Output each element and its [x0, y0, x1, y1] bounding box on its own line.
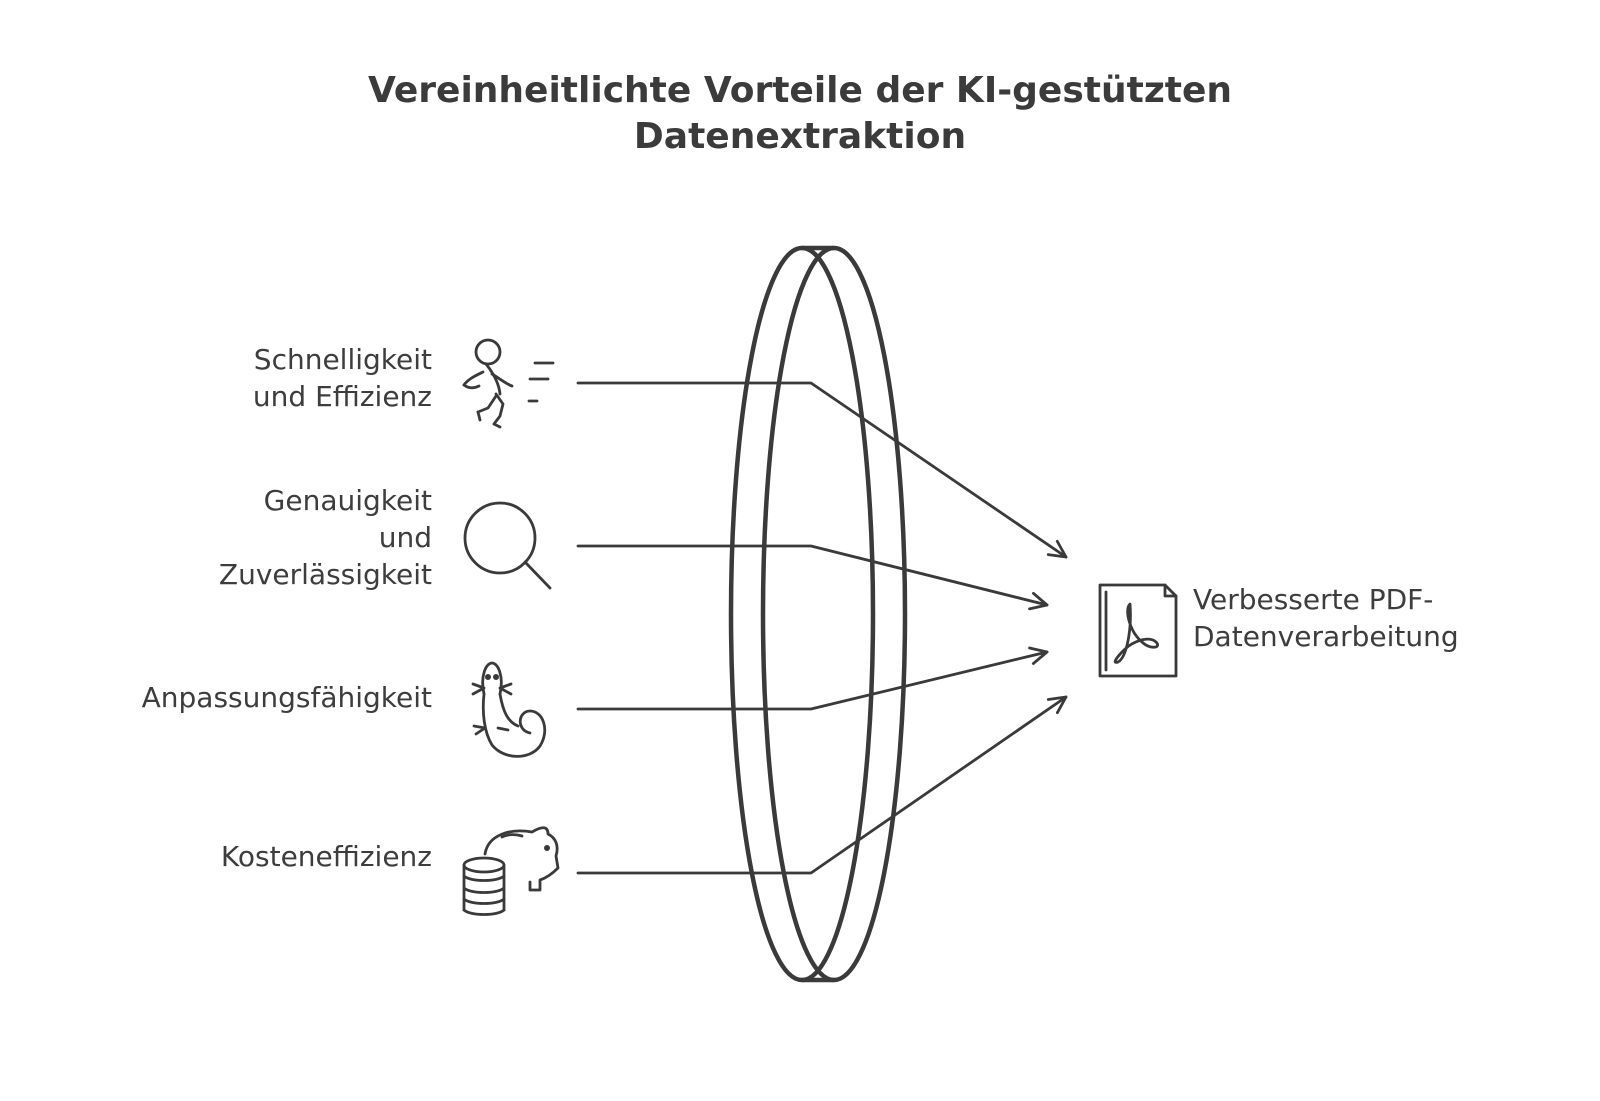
arrow-2	[576, 544, 1049, 611]
label-genauigkeit-line-3: Zuverlässigkeit	[218, 558, 432, 591]
arrow-4	[576, 695, 1068, 875]
magnifying-glass-icon	[463, 501, 552, 590]
label-kosteneffizienz-line-1: Kosteneffizienz	[220, 840, 432, 873]
arrows	[576, 381, 1068, 875]
arrow-1	[576, 381, 1068, 559]
label-schnelligkeit: Schnelligkeit und Effizienz	[253, 341, 432, 415]
label-schnelligkeit-line-2: und Effizienz	[252, 380, 432, 413]
label-anpassungsfaehigkeit-line-1: Anpassungsfähigkeit	[141, 681, 432, 714]
label-output: Verbesserte PDF- Datenverarbeitung	[1193, 581, 1459, 655]
lens-shape	[728, 245, 908, 983]
title-line-2: Datenextraktion	[633, 116, 967, 157]
diagram-title: Vereinheitlichte Vorteile der KI-gestütz…	[250, 68, 1350, 160]
label-anpassungsfaehigkeit: Anpassungsfähigkeit	[142, 679, 432, 716]
label-output-line-2: Datenverarbeitung	[1193, 620, 1459, 653]
title-line-1: Vereinheitlichte Vorteile der KI-gestütz…	[367, 70, 1233, 111]
label-output-line-1: Verbesserte PDF-	[1193, 583, 1434, 616]
label-genauigkeit-line-1: Genauigkeit	[263, 484, 432, 517]
arrow-3	[576, 646, 1049, 711]
label-schnelligkeit-line-1: Schnelligkeit	[253, 343, 432, 376]
salamander-icon	[471, 661, 547, 758]
running-person-icon	[462, 338, 555, 429]
label-genauigkeit: Genauigkeit und Zuverlässigkeit	[219, 482, 432, 593]
pdf-document-icon	[1098, 583, 1178, 678]
label-genauigkeit-line-2: und	[378, 521, 432, 554]
label-kosteneffizienz: Kosteneffizienz	[221, 838, 432, 875]
piggy-bank-coins-icon	[462, 826, 560, 916]
